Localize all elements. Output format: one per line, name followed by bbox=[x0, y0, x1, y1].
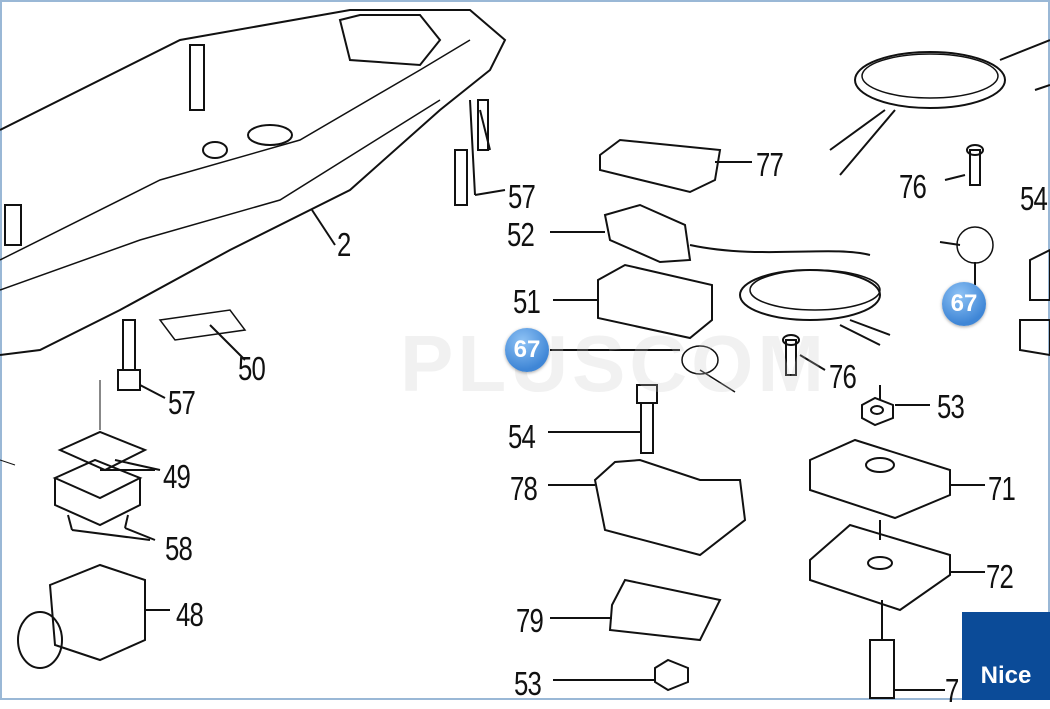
part-label: 53 bbox=[514, 665, 542, 702]
part-label: 49 bbox=[163, 458, 191, 495]
part-label: 48 bbox=[176, 596, 204, 633]
part-label: 57 bbox=[508, 178, 536, 215]
part-label: 79 bbox=[516, 602, 544, 639]
part-label: 78 bbox=[510, 470, 538, 507]
callout-badge-67[interactable]: 67 bbox=[505, 328, 549, 372]
part-label: 58 bbox=[165, 530, 193, 567]
part-label: 7 bbox=[945, 672, 959, 709]
part-label: 77 bbox=[756, 146, 784, 183]
callout-badge-67[interactable]: 67 bbox=[942, 282, 986, 326]
part-label: 51 bbox=[513, 283, 541, 320]
part-label: 2 bbox=[337, 226, 351, 263]
part-label: 76 bbox=[829, 358, 857, 395]
part-label: 54 bbox=[1020, 180, 1048, 217]
part-label: 50 bbox=[238, 350, 266, 387]
part-label: 53 bbox=[937, 388, 965, 425]
part-label: 72 bbox=[986, 558, 1014, 595]
watermark: PLUSCOM bbox=[400, 319, 828, 408]
part-label: 76 bbox=[899, 168, 927, 205]
part-label: 71 bbox=[988, 470, 1016, 507]
part-label: 57 bbox=[168, 384, 196, 421]
part-label: 54 bbox=[508, 418, 536, 455]
part-label: 52 bbox=[507, 216, 535, 253]
housing-part bbox=[0, 9, 507, 356]
nice-logo: Nice bbox=[962, 612, 1050, 700]
